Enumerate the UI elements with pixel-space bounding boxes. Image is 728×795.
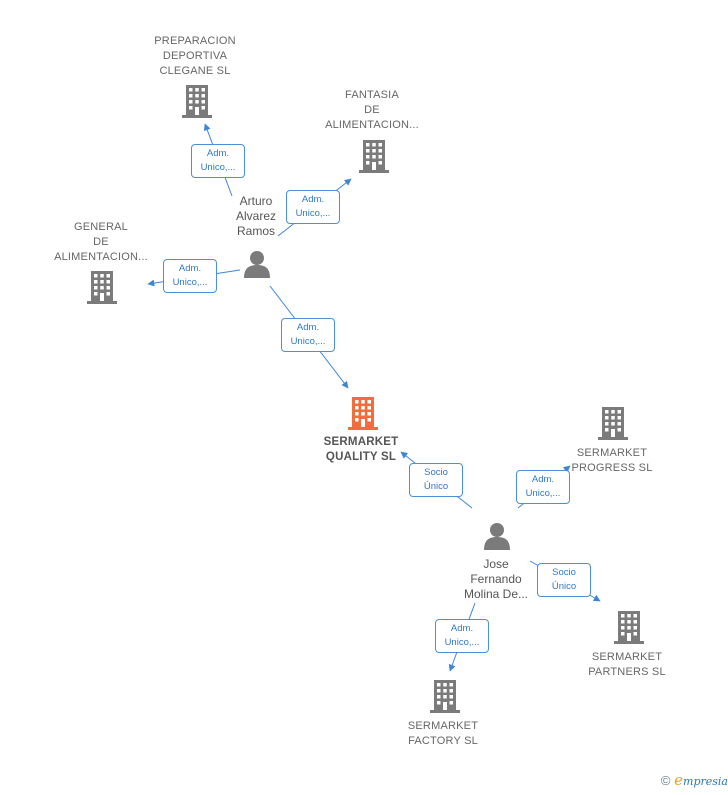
building-icon[interactable] bbox=[614, 611, 644, 644]
edge-label-line: Unico,... bbox=[290, 336, 326, 347]
company-label-preparacion[interactable]: PREPARACION DEPORTIVA CLEGANE SL bbox=[125, 34, 265, 79]
edge-label-line: Adm. bbox=[531, 474, 555, 485]
company-label-sermarket-partners[interactable]: SERMARKET PARTNERS SL bbox=[557, 650, 697, 680]
person-icon[interactable] bbox=[244, 251, 270, 278]
edge-label-e6[interactable]: Adm. Unico,... bbox=[516, 470, 570, 504]
company-label-general[interactable]: GENERAL DE ALIMENTACION... bbox=[31, 220, 171, 265]
company-label-line: ALIMENTACION... bbox=[325, 119, 419, 131]
company-label-line: CLEGANE SL bbox=[159, 65, 231, 77]
edge-label-line: Unico,... bbox=[200, 162, 236, 173]
edge-label-line: Adm. bbox=[301, 194, 325, 205]
company-label-sermarket-quality[interactable]: SERMARKET QUALITY SL bbox=[291, 435, 431, 465]
company-label-line: DE bbox=[364, 104, 380, 116]
edge-label-line: Unico,... bbox=[525, 488, 561, 499]
person-label-line: Alvarez bbox=[235, 209, 276, 223]
company-label-sermarket-factory[interactable]: SERMARKET FACTORY SL bbox=[373, 719, 513, 749]
edge-label-line: Unico,... bbox=[295, 208, 331, 219]
person-label-line: Ramos bbox=[236, 224, 275, 238]
company-label-line: FACTORY SL bbox=[408, 735, 478, 747]
building-icon[interactable] bbox=[598, 407, 628, 440]
edge-label-line: Socio bbox=[424, 467, 448, 478]
person-label-line: Jose bbox=[483, 557, 509, 571]
person-label-line: Fernando bbox=[470, 572, 522, 586]
edge-label-line: Adm. bbox=[178, 263, 202, 274]
person-label-line: Molina De... bbox=[463, 587, 529, 601]
building-icon[interactable] bbox=[87, 271, 117, 304]
edge-label-e3[interactable]: Adm. Unico,... bbox=[163, 259, 217, 293]
footer-brand[interactable]: © empresia bbox=[661, 771, 728, 789]
building-icon[interactable] bbox=[430, 680, 460, 713]
copyright-icon: © bbox=[660, 773, 671, 788]
person-label-arturo[interactable]: Arturo Alvarez Ramos bbox=[196, 194, 316, 239]
edge-label-line: Adm. bbox=[450, 623, 474, 634]
edge-label-line: Adm. bbox=[206, 148, 230, 159]
edge-label-line: Unico,... bbox=[444, 637, 480, 648]
company-label-sermarket-progress[interactable]: SERMARKET PROGRESS SL bbox=[542, 446, 682, 476]
company-label-line: SERMARKET bbox=[576, 447, 648, 459]
company-label-line: GENERAL bbox=[74, 221, 128, 233]
brand-initial: e bbox=[674, 771, 684, 789]
edge-label-e8[interactable]: Adm. Unico,... bbox=[435, 619, 489, 653]
edge-label-line: Socio bbox=[552, 567, 576, 578]
nodes-layer bbox=[87, 85, 644, 713]
edge-label-e5[interactable]: Socio Único bbox=[409, 463, 463, 497]
company-label-fantasia[interactable]: FANTASIA DE ALIMENTACION... bbox=[302, 88, 442, 133]
company-label-line: ALIMENTACION... bbox=[54, 251, 148, 263]
building-icon[interactable] bbox=[348, 397, 378, 430]
edge-label-line: Unico,... bbox=[172, 277, 208, 288]
brand-name: mpresia bbox=[683, 775, 728, 788]
edge-label-e4[interactable]: Adm. Unico,... bbox=[281, 318, 335, 352]
person-label-line: Arturo bbox=[239, 194, 273, 208]
company-label-line: PREPARACION bbox=[154, 35, 236, 47]
company-label-line: DEPORTIVA bbox=[162, 50, 228, 62]
company-label-line: DE bbox=[93, 236, 109, 248]
edge-label-e1[interactable]: Adm. Unico,... bbox=[191, 144, 245, 178]
company-label-line: SERMARKET bbox=[323, 436, 399, 448]
edge-label-e2[interactable]: Adm. Unico,... bbox=[286, 190, 340, 224]
edge-label-line: Único bbox=[551, 581, 577, 592]
building-icon[interactable] bbox=[182, 85, 212, 118]
company-label-line: SERMARKET bbox=[407, 720, 479, 732]
company-label-line: FANTASIA bbox=[345, 89, 399, 101]
company-label-line: QUALITY SL bbox=[325, 451, 397, 463]
edge-label-line: Adm. bbox=[296, 322, 320, 333]
building-icon[interactable] bbox=[359, 140, 389, 173]
company-label-line: PARTNERS SL bbox=[588, 666, 666, 678]
person-label-jose[interactable]: Jose Fernando Molina De... bbox=[436, 557, 556, 602]
company-label-line: PROGRESS SL bbox=[571, 462, 653, 474]
person-icon[interactable] bbox=[484, 523, 510, 550]
edge-label-e7[interactable]: Socio Único bbox=[537, 563, 591, 597]
company-label-line: SERMARKET bbox=[591, 651, 663, 663]
edge-label-line: Único bbox=[423, 481, 449, 492]
